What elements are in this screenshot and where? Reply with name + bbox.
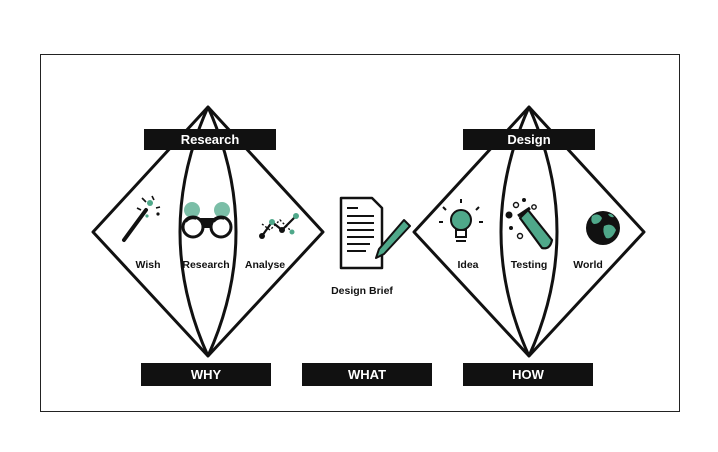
why-bar	[141, 363, 271, 386]
right-header-label: Design	[507, 132, 550, 147]
left-header-label: Research	[181, 132, 240, 147]
what-label: WHAT	[348, 367, 386, 382]
why-label: WHY	[191, 367, 222, 382]
globe-icon	[586, 211, 620, 245]
right-header-bar	[463, 129, 595, 150]
binoculars-icon	[181, 202, 233, 239]
world-label: World	[573, 259, 603, 271]
wish-label: Wish	[136, 259, 161, 271]
how-label: HOW	[512, 367, 545, 382]
lightbulb-icon	[439, 199, 483, 242]
test-tube-icon	[505, 198, 554, 250]
left-header-bar	[144, 129, 276, 150]
design-brief-label: Design Brief	[331, 285, 393, 297]
magic-wand-icon	[122, 195, 161, 242]
testing-label: Testing	[511, 259, 548, 271]
document-pen-icon	[339, 196, 411, 270]
how-bar	[463, 363, 593, 386]
analyse-label: Analyse	[245, 259, 285, 271]
research-label: Research	[182, 259, 229, 271]
idea-label: Idea	[457, 259, 478, 271]
what-bar	[302, 363, 432, 386]
line-graph-icon	[259, 213, 299, 239]
